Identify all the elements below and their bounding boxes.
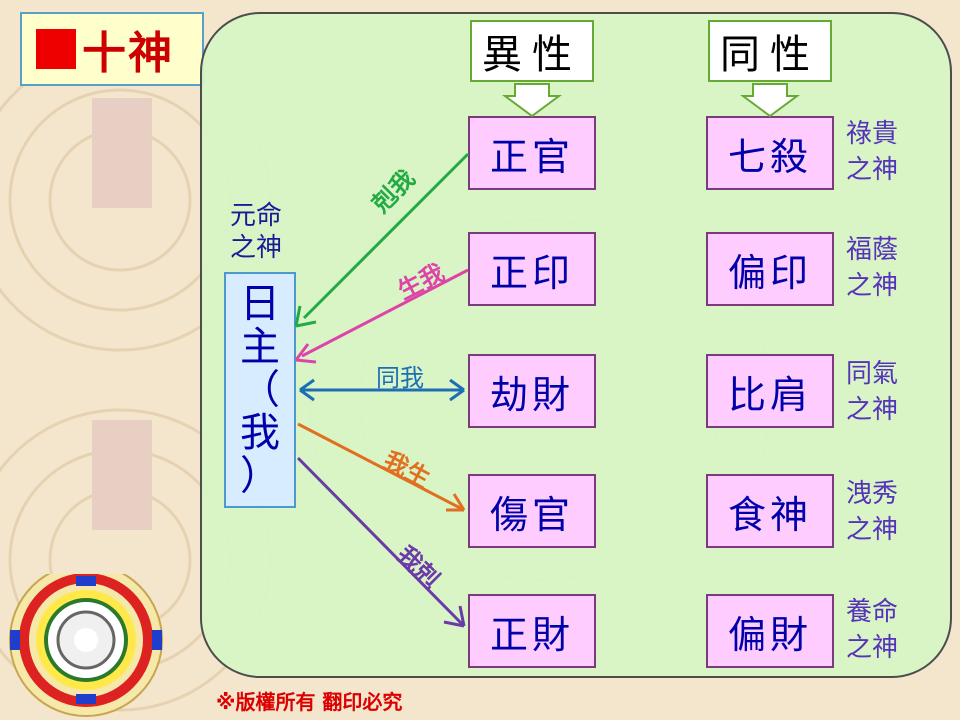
luopan-compass-icon <box>9 574 163 717</box>
arrow-head-icon <box>443 605 466 628</box>
arrow-shengwo <box>301 268 469 358</box>
caption-row-2: 同氣之神 <box>846 359 899 425</box>
day-master-char: 主 <box>240 323 280 370</box>
down-arrow-icon <box>501 83 563 118</box>
day-master-char: 我 <box>240 410 280 457</box>
title-box: 十神 <box>20 12 204 86</box>
down-arrow-icon <box>739 83 801 118</box>
god-zhengcai: 正財 <box>468 594 596 668</box>
arrow-head-icon <box>294 305 317 328</box>
arrow-head-icon <box>294 343 317 364</box>
day-master-box: 日 主 （ 我 ） <box>224 272 296 508</box>
god-zhengyin: 正印 <box>468 232 596 306</box>
caption-row-1: 福蔭之神 <box>846 235 899 301</box>
arrow-head-icon <box>449 378 465 402</box>
relation-label-tongwo: 同我 <box>376 364 424 392</box>
copyright-notice: ※版權所有 翻印必究 <box>216 690 403 714</box>
day-master-char: ） <box>240 453 280 500</box>
god-shangguan: 傷官 <box>468 474 596 548</box>
arrow-woke <box>296 456 466 628</box>
god-qisha: 七殺 <box>706 116 834 190</box>
day-master-char: 日 <box>240 280 280 327</box>
day-master-char: （ <box>240 366 280 413</box>
god-pianyin: 偏印 <box>706 232 834 306</box>
god-bijian: 比肩 <box>706 354 834 428</box>
caption-row-0: 祿貴之神 <box>846 119 899 185</box>
arrow-head-icon <box>446 493 466 512</box>
page-title: 十神 <box>82 28 174 79</box>
god-jiecai: 劫財 <box>468 354 596 428</box>
header-opposite-sex: 異性 <box>470 20 594 82</box>
arrow-keiwo <box>302 152 470 320</box>
caption-row-4: 養命之神 <box>846 597 899 663</box>
god-shishen: 食神 <box>706 474 834 548</box>
red-square-bullet <box>36 29 76 69</box>
god-piancai: 偏財 <box>706 594 834 668</box>
arrow-head-icon <box>299 378 315 402</box>
arrow-wosheng <box>297 422 465 512</box>
caption-row-3: 洩秀之神 <box>846 479 899 545</box>
god-zhengguan: 正官 <box>468 116 596 190</box>
day-master-caption: 元命 之神 <box>230 201 283 263</box>
header-same-sex: 同性 <box>708 20 832 82</box>
